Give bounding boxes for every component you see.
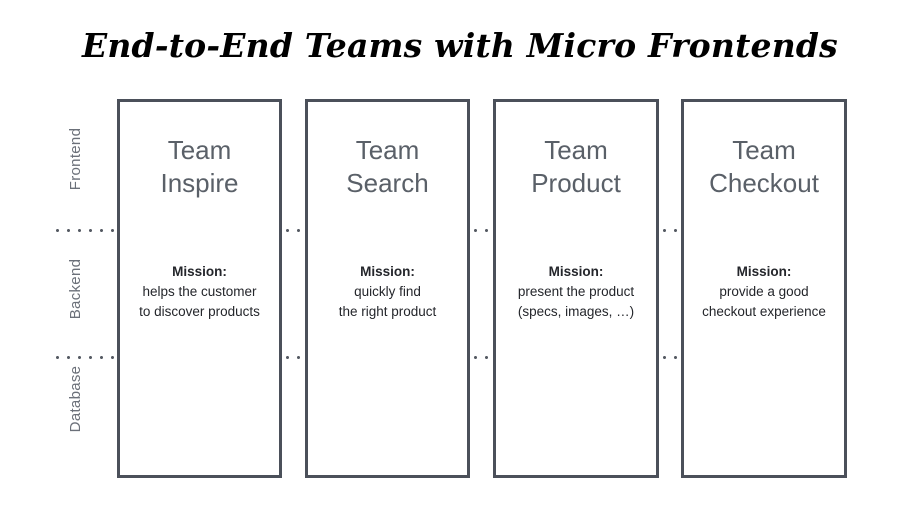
team-box-checkout[interactable]: Team Checkout Mission: provide a good ch… xyxy=(681,99,847,478)
separator-backend-database-segment-0 xyxy=(52,356,118,359)
team-box-search[interactable]: Team Search Mission: quickly find the ri… xyxy=(305,99,470,478)
mission-line-1: present the product xyxy=(517,284,635,299)
mission-line-2: checkout experience xyxy=(702,304,826,319)
team-name-line-2: Search xyxy=(346,168,429,198)
separator-backend-database-segment-1 xyxy=(282,356,304,359)
team-name: Team Checkout xyxy=(684,134,844,200)
page-title: End-to-End Teams with Micro Frontends xyxy=(0,26,920,65)
mission-label: Mission: xyxy=(360,264,415,279)
team-mission: Mission: provide a good checkout experie… xyxy=(684,262,844,322)
mission-line-2: (specs, images, …) xyxy=(517,304,635,319)
team-name-line-1: Team xyxy=(732,135,796,165)
team-name-line-2: Checkout xyxy=(709,168,819,198)
team-name-line-1: Team xyxy=(167,135,232,165)
team-mission: Mission: helps the customer to discover … xyxy=(120,262,279,322)
separator-frontend-backend-segment-3 xyxy=(659,229,681,232)
mission-label: Mission: xyxy=(172,264,227,279)
separator-frontend-backend-segment-2 xyxy=(470,229,492,232)
mission-line-1: helps the customer xyxy=(142,284,257,299)
mission-line-1: provide a good xyxy=(719,284,809,299)
layer-axis: Frontend Backend Database xyxy=(52,99,100,478)
separator-frontend-backend-segment-0 xyxy=(52,229,118,232)
axis-label-database: Database xyxy=(67,365,84,433)
team-name-line-2: Inspire xyxy=(160,168,239,198)
mission-label: Mission: xyxy=(736,264,792,279)
team-mission: Mission: quickly find the right product xyxy=(308,262,467,322)
page-title-plain: End-to-End Teams with xyxy=(82,26,527,65)
separator-backend-database-segment-2 xyxy=(470,356,492,359)
mission-label: Mission: xyxy=(548,264,604,279)
team-name-line-1: Team xyxy=(355,135,420,165)
team-box-product[interactable]: Team Product Mission: present the produc… xyxy=(493,99,659,478)
mission-line-2: the right product xyxy=(338,304,437,319)
team-name: Team Product xyxy=(496,134,656,200)
axis-label-frontend: Frontend xyxy=(67,127,84,191)
separator-frontend-backend-segment-1 xyxy=(282,229,304,232)
team-mission: Mission: present the product (specs, ima… xyxy=(496,262,656,322)
team-name-line-2: Product xyxy=(531,168,621,198)
team-box-inspire[interactable]: Team Inspire Mission: helps the customer… xyxy=(117,99,282,478)
team-name: Team Inspire xyxy=(120,134,279,200)
team-name-line-1: Team xyxy=(544,135,608,165)
separator-backend-database-segment-3 xyxy=(659,356,681,359)
team-name: Team Search xyxy=(308,134,467,200)
mission-line-2: to discover products xyxy=(139,304,260,319)
mission-line-1: quickly find xyxy=(354,284,421,299)
page-title-accent: Micro Frontends xyxy=(526,26,838,65)
